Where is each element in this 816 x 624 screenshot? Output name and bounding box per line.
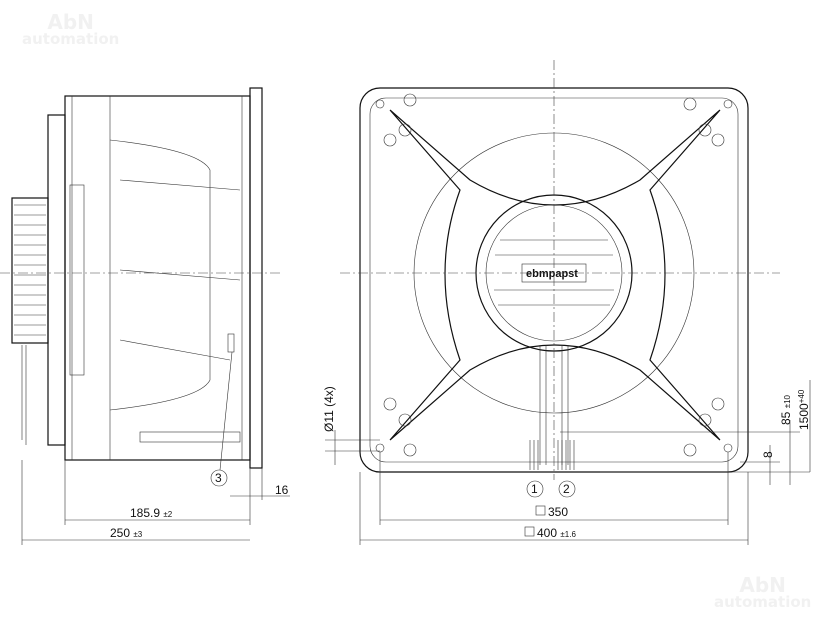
svg-text:185.9 ±2: 185.9 ±2 [130,506,173,520]
dim-length-tol: ±2 [163,510,172,519]
dim-width: 400 [537,526,557,540]
dim-flange: 16 [275,483,289,497]
svg-text:85 ±10: 85 ±10 [779,394,793,425]
side-view: 3 16 185.9 ±2 250 ±3 [0,87,290,545]
callout-2: 2 [563,482,570,496]
dim-length: 185.9 [130,506,160,520]
callout-3: 3 [215,471,222,485]
front-view: ebmpapst Ø11 (4x) 1 2 350 400 ±1.6 8 85 [322,60,811,545]
dim-cable-tol: +40 [797,389,806,403]
dim-cable-length: 1500 [797,403,811,430]
dim-8: 8 [761,451,775,458]
ebmpapst-logo: ebmpapst [526,268,578,280]
dim-total-tol: ±3 [133,530,142,539]
svg-text:400 ±1.6: 400 ±1.6 [537,526,576,540]
dim-width-tol: ±1.6 [560,530,576,539]
dim-85-tol: ±10 [783,394,792,408]
dim-hole-pitch: 350 [548,505,568,519]
dim-85: 85 [779,411,793,425]
dim-total: 250 [110,526,130,540]
callout-1: 1 [531,482,538,496]
svg-text:1500+40: 1500+40 [797,389,811,430]
hole-diameter-label: Ø11 (4x) [322,386,336,432]
svg-text:250 ±3: 250 ±3 [110,526,143,540]
